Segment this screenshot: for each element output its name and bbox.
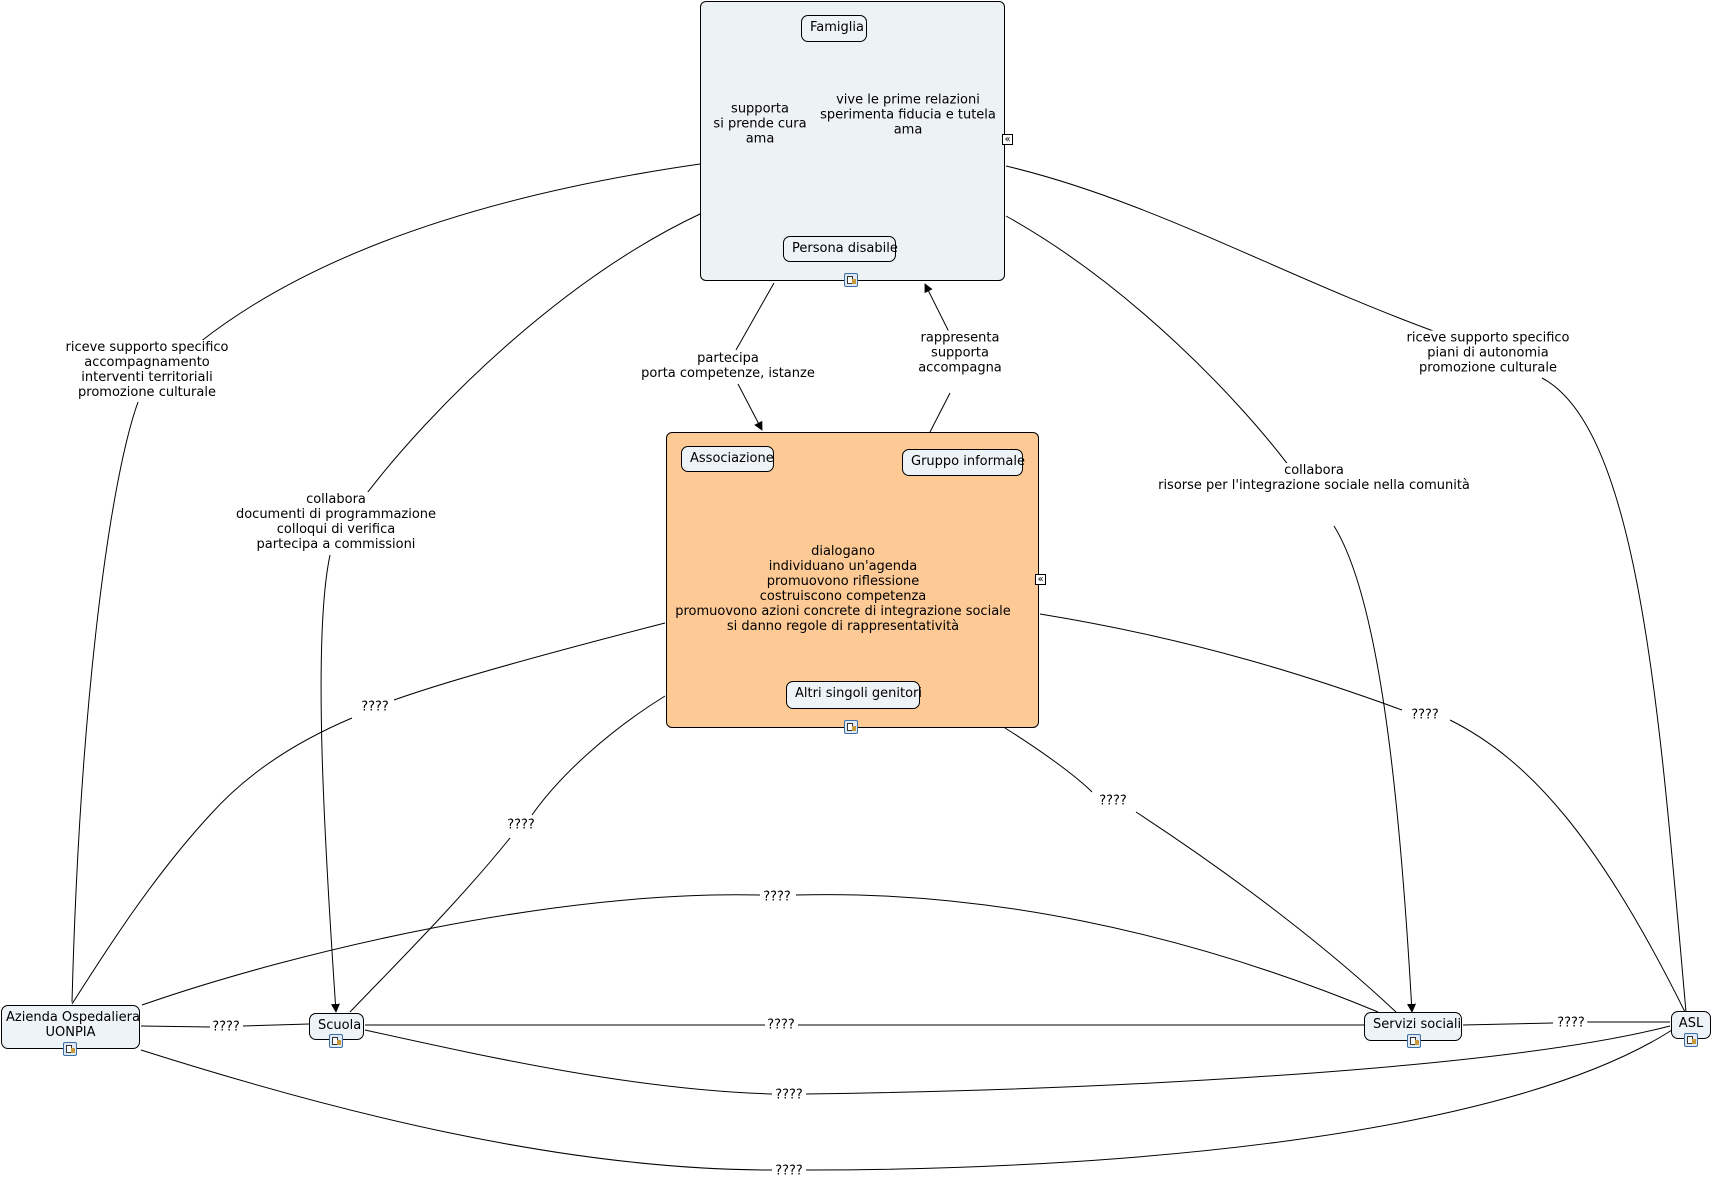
link-riceve-right-asl [1541, 377, 1687, 1013]
link-azienda-scuola-b [242, 1023, 310, 1027]
link-azienda-asl-b [805, 1029, 1673, 1171]
link-q-servizi-c [795, 894, 1379, 1013]
link-q-scuola-b [349, 837, 511, 1013]
document-icon[interactable] [844, 273, 858, 287]
label-collabora-left: collabora documenti di programmazione co… [233, 492, 439, 552]
link-top-partecipa [735, 282, 775, 351]
label-q-scuola-asl: ???? [773, 1087, 805, 1103]
label-q-assoc-asl: ???? [1409, 707, 1441, 723]
link-collabora-left-scuola [320, 554, 340, 1013]
label-collabora-right: collabora risorse per l'integrazione soc… [1156, 463, 1472, 493]
node-asl[interactable]: ASL [1671, 1011, 1711, 1039]
label-q-azienda-servizi: ???? [761, 889, 793, 905]
node-altri-genitori[interactable]: Altri singoli genitori [786, 681, 922, 709]
link-q-servizi-b [1135, 811, 1397, 1013]
label-q-assoc-scuola: ???? [505, 817, 537, 833]
label-vive: vive le prime relazioni sperimenta fiduc… [818, 92, 998, 138]
link-q-asl-b [1449, 719, 1687, 1015]
label-q-azienda-asl: ???? [773, 1163, 805, 1178]
document-icon[interactable] [1684, 1033, 1698, 1047]
link-middle-rappresenta [929, 392, 951, 433]
label-q-servizi-asl: ???? [1555, 1015, 1587, 1031]
collapse-icon[interactable]: « [1035, 574, 1046, 585]
label-dialogano: dialogano individuano un'agenda promuovo… [673, 544, 1013, 634]
node-associazione[interactable]: Associazione [681, 446, 774, 472]
label-q-assoc-servizi: ???? [1097, 793, 1129, 809]
link-scuola-asl-b [805, 1025, 1671, 1095]
document-icon[interactable] [63, 1042, 77, 1056]
collapse-icon[interactable]: « [1002, 134, 1013, 145]
label-supporta: supporta si prende cura ama [711, 101, 809, 147]
link-middle-q-azienda-a [393, 622, 666, 701]
link-servizi-asl-a [1462, 1022, 1554, 1026]
node-persona-disabile[interactable]: Persona disabile [783, 236, 898, 262]
link-scuola-asl-a [364, 1029, 773, 1095]
node-famiglia[interactable]: Famiglia [801, 15, 867, 42]
link-top-riceve-right [1005, 165, 1437, 333]
link-azienda-scuola-a [140, 1025, 211, 1028]
label-rappresenta: rappresenta supporta accompagna [916, 330, 1004, 376]
node-azienda-ospedaliera[interactable]: Azienda Ospedaliera UONPIA [1, 1005, 140, 1049]
label-q-scuola-servizi: ???? [765, 1017, 797, 1033]
link-middle-q-scuola-a [531, 695, 666, 816]
document-icon[interactable] [1407, 1034, 1421, 1048]
link-middle-q-servizi-a [1004, 727, 1093, 793]
link-riceve-left-azienda [71, 401, 139, 1003]
link-top-collabora-left [363, 213, 701, 498]
link-azienda-q-servizi-a [141, 894, 761, 1006]
link-middle-q-asl-a [1039, 613, 1403, 711]
link-rappresenta-top [924, 283, 951, 335]
link-azienda-asl-a [140, 1049, 773, 1171]
link-top-collabora-right [1005, 215, 1293, 471]
link-q-azienda-b [71, 717, 353, 1005]
link-partecipa-middle [737, 383, 763, 431]
document-icon[interactable] [844, 720, 858, 734]
label-q-azienda-scuola: ???? [210, 1019, 242, 1035]
document-icon[interactable] [329, 1034, 343, 1048]
label-riceve-right: riceve supporto specifico piani di auton… [1404, 330, 1572, 376]
label-q-assoc-azienda: ???? [359, 699, 391, 715]
link-top-riceve-left [199, 163, 701, 343]
node-gruppo-informale[interactable]: Gruppo informale [902, 449, 1025, 476]
label-partecipa: partecipa porta competenze, istanze [639, 351, 817, 381]
link-collabora-right-servizi [1333, 525, 1417, 1013]
label-riceve-left: riceve supporto specifico accompagnament… [63, 340, 231, 400]
